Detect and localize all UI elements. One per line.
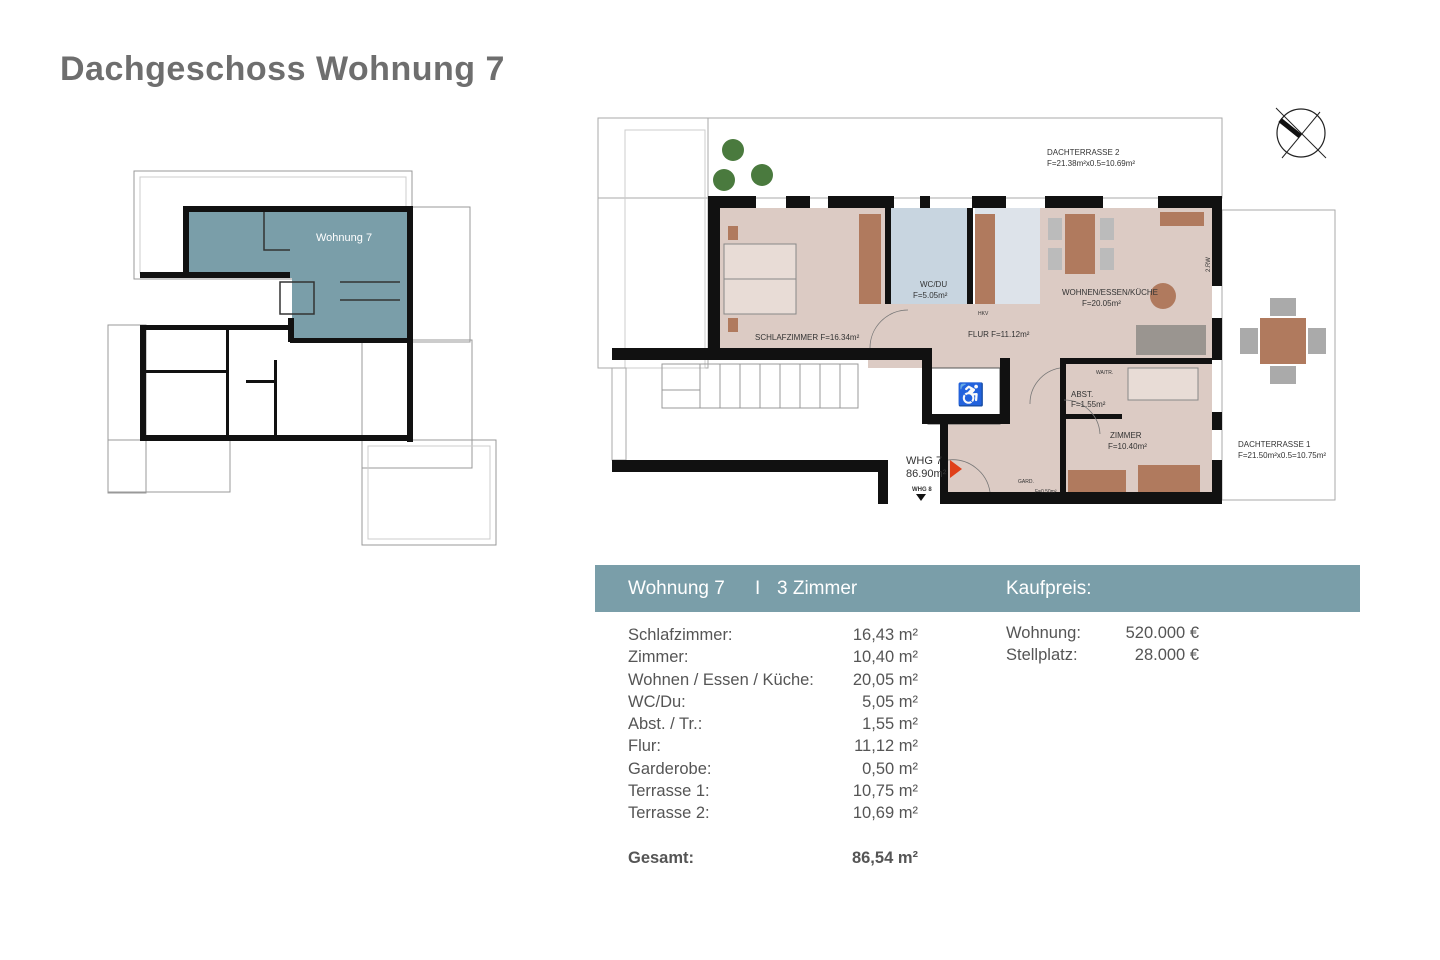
page-title: Dachgeschoss Wohnung 7 bbox=[60, 50, 505, 88]
label-neighbor: WHG 8 bbox=[912, 487, 932, 493]
label-storage-area: F=1.55m² bbox=[1071, 400, 1106, 409]
area-row: Flur: 11,12 m² bbox=[628, 737, 918, 759]
area-label: Terrasse 2: bbox=[628, 804, 710, 823]
price-table: Wohnung: 520.000 € Stellplatz: 28.000 € bbox=[1006, 624, 1199, 669]
label-terrace2: DACHTERRASSE 2 bbox=[1047, 148, 1120, 157]
site-walls bbox=[140, 206, 413, 442]
label-rw: 2.RW bbox=[1206, 257, 1212, 272]
compass-north-icon bbox=[1275, 107, 1327, 159]
label-wm: WA/TR. bbox=[1096, 370, 1113, 376]
header-separator: I bbox=[755, 578, 761, 599]
door-swings bbox=[869, 309, 1101, 493]
price-label: Stellplatz: bbox=[1006, 646, 1078, 665]
label-bath: WC/DU bbox=[920, 280, 947, 289]
site-plan-unit-label: Wohnung 7 bbox=[316, 232, 372, 244]
area-table: Schlafzimmer: 16,43 m² Zimmer: 10,40 m² Wo… bbox=[628, 626, 918, 871]
floor-bath bbox=[890, 208, 968, 304]
label-unit: WHG 7 bbox=[906, 455, 942, 467]
area-label: Wohnen / Essen / Küche: bbox=[628, 670, 814, 689]
area-row: Terrasse 1: 10,75 m² bbox=[628, 782, 918, 804]
area-value: 0,50 m² bbox=[862, 759, 918, 778]
total-value: 86,54 m² bbox=[851, 848, 918, 867]
area-value: 11,12 m² bbox=[854, 737, 918, 756]
total-label: Gesamt: bbox=[628, 848, 695, 867]
area-label: Abst. / Tr.: bbox=[628, 715, 703, 734]
total-row: Gesamt: 86,54 m² bbox=[628, 849, 918, 871]
room-count: 3 Zimmer bbox=[777, 578, 858, 599]
price-label: Wohnung: bbox=[1006, 624, 1081, 642]
label-wardrobe-area: F=0.50m² bbox=[1035, 489, 1057, 495]
area-value: 16,43 m² bbox=[852, 626, 918, 644]
price-row: Stellplatz: 28.000 € bbox=[1006, 646, 1199, 668]
label-unit-area: 86.90m² bbox=[906, 468, 947, 480]
unit-header-bar: Wohnung 7 I 3 Zimmer Kaufpreis: bbox=[595, 565, 1360, 612]
label-room-area: F=10.40m² bbox=[1108, 442, 1147, 451]
area-value: 5,05 m² bbox=[862, 692, 918, 711]
label-terrace1: DACHTERRASSE 1 bbox=[1238, 440, 1311, 449]
label-wardrobe: GARD. bbox=[1018, 479, 1034, 485]
label-hkv: HKV bbox=[978, 311, 989, 317]
area-value: 10,75 m² bbox=[852, 782, 918, 801]
entry-marker bbox=[950, 460, 962, 478]
label-hall: FLUR F=11.12m² bbox=[968, 330, 1030, 339]
area-label: Schlafzimmer: bbox=[628, 626, 733, 644]
area-label: Garderobe: bbox=[628, 759, 712, 778]
area-value: 10,69 m² bbox=[852, 804, 918, 823]
area-row: Wohnen / Essen / Küche: 20,05 m² bbox=[628, 671, 918, 693]
price-row: Wohnung: 520.000 € bbox=[1006, 624, 1199, 646]
area-label: WC/Du: bbox=[628, 692, 686, 711]
label-terrace2-area: F=21.38m²x0.5=10.69m² bbox=[1047, 159, 1135, 168]
furniture bbox=[713, 139, 1326, 492]
unit-7-highlight bbox=[188, 210, 408, 340]
area-row: Schlafzimmer: 16,43 m² bbox=[628, 626, 918, 648]
label-living: WOHNEN/ESSEN/KÜCHE bbox=[1062, 288, 1158, 297]
wheelchair-icon: ♿ bbox=[957, 382, 984, 407]
label-terrace1-area: F=21.50m²x0.5=10.75m² bbox=[1238, 451, 1326, 460]
area-value: 10,40 m² bbox=[852, 648, 918, 667]
unit-name: Wohnung 7 bbox=[628, 578, 725, 599]
price-value: 520.000 € bbox=[1125, 624, 1199, 642]
neighbor-arrow bbox=[916, 494, 926, 501]
area-row: WC/Du: 5,05 m² bbox=[628, 693, 918, 715]
walls bbox=[612, 196, 1222, 504]
area-row: Garderobe: 0,50 m² bbox=[628, 760, 918, 782]
price-value: 28.000 € bbox=[1134, 646, 1199, 665]
label-bath-area: F=5.05m² bbox=[913, 291, 948, 300]
area-row: Abst. / Tr.: 1,55 m² bbox=[628, 715, 918, 737]
area-row: Zimmer: 10,40 m² bbox=[628, 648, 918, 670]
staircase bbox=[661, 363, 859, 409]
label-bedroom: SCHLAFZIMMER F=16.34m² bbox=[755, 333, 860, 342]
area-value: 1,55 m² bbox=[862, 715, 918, 734]
area-value: 20,05 m² bbox=[852, 670, 918, 689]
label-living-area: F=20.05m² bbox=[1082, 299, 1121, 308]
label-storage: ABST. bbox=[1071, 390, 1093, 399]
label-room: ZIMMER bbox=[1110, 431, 1142, 440]
area-label: Terrasse 1: bbox=[628, 782, 710, 801]
price-title: Kaufpreis: bbox=[1006, 578, 1092, 599]
area-row: Terrasse 2: 10,69 m² bbox=[628, 804, 918, 826]
area-label: Zimmer: bbox=[628, 648, 689, 667]
area-label: Flur: bbox=[628, 737, 661, 756]
